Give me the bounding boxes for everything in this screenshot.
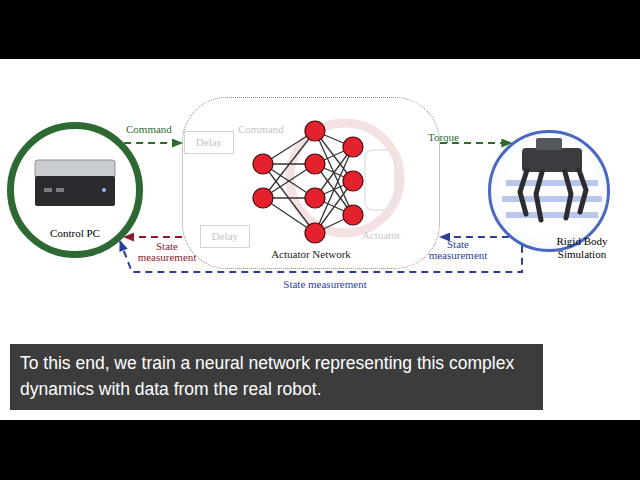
faded-ring — [290, 123, 400, 233]
faded-label: Command — [238, 123, 284, 135]
node-text: Control PC — [14, 227, 136, 239]
computer-circle: Control PC — [7, 122, 143, 258]
dashed-connector — [124, 142, 182, 144]
simulation-circle: Rigid Body Simulation — [488, 130, 610, 252]
delay-box: Delay — [200, 225, 250, 248]
delay-box: Delay — [184, 131, 234, 154]
top-bar — [0, 0, 640, 59]
edge-label: Torque — [428, 131, 478, 143]
edge-label: State measurement — [240, 278, 410, 290]
node-text: Actuator Network — [183, 248, 439, 260]
edge-label: Command — [126, 123, 186, 135]
dashed-connector — [440, 236, 509, 238]
faded-cylinder — [365, 150, 395, 210]
node-text: Delay — [185, 132, 233, 153]
node-text: Delay — [201, 226, 249, 247]
faded-label: Actuator — [362, 229, 400, 241]
subtitle-caption: To this end, we train a neural network r… — [10, 344, 543, 410]
node-text: Rigid Body Simulation — [549, 235, 615, 261]
edge-label: State measurement — [428, 239, 488, 261]
network-neurons — [253, 121, 363, 243]
bottom-bar — [0, 420, 640, 480]
network-region: Actuator NetworkDelayDelay — [182, 97, 440, 269]
dashed-connector — [124, 236, 182, 238]
network-connections — [263, 131, 353, 233]
edge-label: State measurement — [136, 241, 198, 263]
